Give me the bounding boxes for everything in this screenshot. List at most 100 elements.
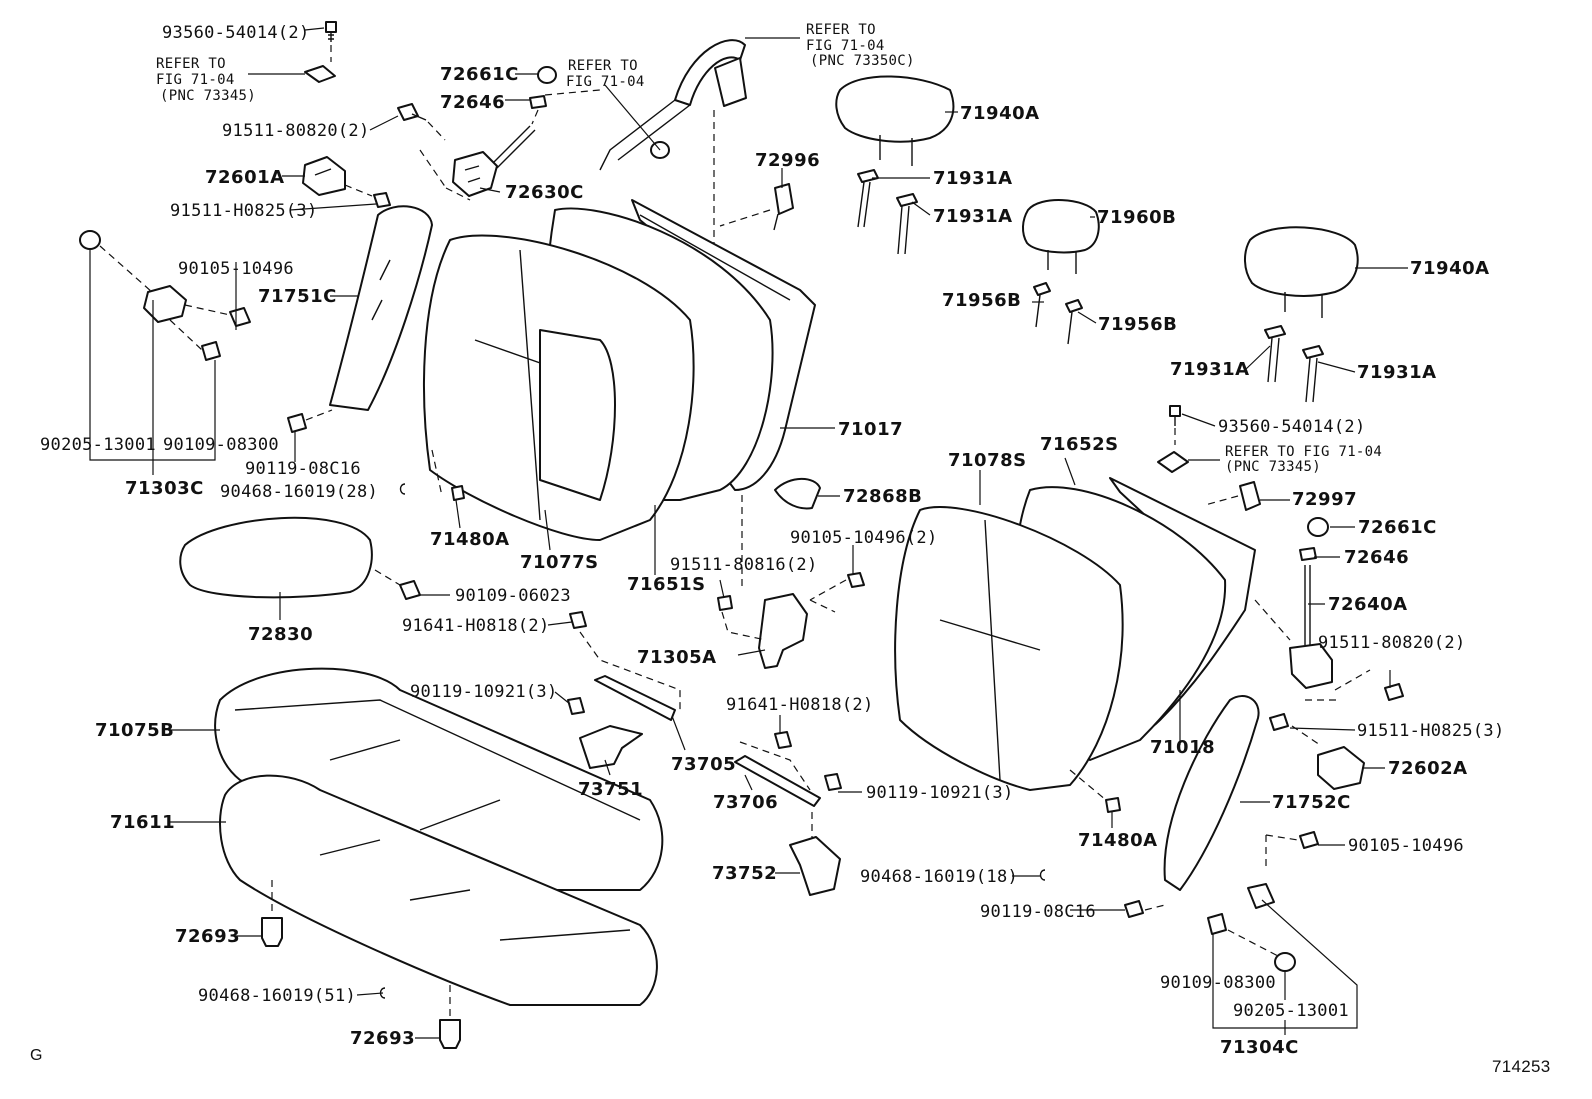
hog-ring-90468-28 [399, 483, 406, 495]
bolt-90109-08300-right [1207, 913, 1227, 935]
label-71752c: 71752C [1272, 792, 1351, 813]
label-71075b: 71075B [95, 720, 174, 741]
clip-73345-left [304, 65, 336, 83]
label-73752: 73752 [712, 863, 777, 884]
label-refer-right-1: REFER TO FIG 71-04 [1225, 444, 1382, 460]
label-refer-right-2: (PNC 73345) [1225, 459, 1321, 475]
label-refer-left-3: (PNC 73345) [160, 88, 256, 104]
hinge-71304c-bracket [1247, 883, 1275, 909]
seatback-cover-71078s [894, 506, 1124, 791]
screw-93560-right [1169, 405, 1181, 426]
cap-72661c-top [537, 66, 557, 84]
cover-72997 [1239, 481, 1261, 511]
label-72640a: 72640A [1328, 594, 1408, 615]
hinge-71303c [143, 285, 187, 323]
guide-71956b-2 [1065, 299, 1083, 345]
label-90119-08c16-left: 90119-08C16 [245, 459, 361, 479]
label-91641-h0818-mid: 91641-H0818(2) [726, 695, 874, 715]
label-refer-top-2: FIG 71-04 [806, 38, 885, 54]
label-71931a-3: 71931A [1170, 359, 1250, 380]
label-72868b: 72868B [843, 486, 922, 507]
label-90468-16019-51: 90468-16019(51) [198, 986, 356, 1006]
label-71651s: 71651S [627, 574, 706, 595]
label-71931a-2: 71931A [933, 206, 1013, 227]
label-91511-80820-right: 91511-80820(2) [1318, 633, 1466, 653]
bolt-90109-08300-left [201, 341, 221, 361]
label-71304c: 71304C [1220, 1037, 1299, 1058]
headrest-71940a-top [835, 75, 955, 166]
hook-72868b [774, 477, 821, 510]
bolt-91511-80816 [717, 595, 733, 611]
cover-72996 [773, 183, 794, 231]
nut-90205-13001-right [1274, 952, 1296, 972]
label-72646-right: 72646 [1344, 547, 1409, 568]
guide-71931a-2 [896, 193, 918, 255]
headrest-71940a-right [1244, 226, 1359, 318]
clip-73345-right [1157, 451, 1189, 473]
nut-90205-13001-left [79, 230, 101, 250]
label-72996: 72996 [755, 150, 820, 171]
bracket-73752 [789, 836, 841, 896]
figure-number: 714253 [1492, 1057, 1551, 1076]
label-73751: 73751 [578, 779, 643, 800]
label-71078s: 71078S [948, 450, 1027, 471]
bolt-90105-10496-right [1299, 831, 1319, 849]
label-refer-top-1: REFER TO [806, 22, 876, 38]
label-73705: 73705 [671, 754, 736, 775]
seatback-lock-72630c [452, 125, 536, 197]
label-91511-h0825-left: 91511-H0825(3) [170, 201, 318, 221]
bolt-90109-06023 [399, 580, 421, 600]
label-71480a-right: 71480A [1078, 830, 1158, 851]
bolt-91641-h0818-mid [774, 731, 792, 749]
label-93560-54014-right: 93560-54014(2) [1218, 417, 1366, 437]
seat-pad-71611 [219, 774, 658, 1006]
label-72830: 72830 [248, 624, 313, 645]
label-90205-13001-left: 90205-13001 [40, 435, 156, 455]
clip-72693-1 [261, 917, 283, 947]
label-71652s: 71652S [1040, 434, 1119, 455]
bolt-91511-80820-right [1384, 683, 1404, 701]
label-90205-13001-right: 90205-13001 [1233, 1001, 1349, 1021]
label-72602a: 72602A [1388, 758, 1468, 779]
cap-72661c-right [1307, 517, 1329, 537]
label-71960b: 71960B [1097, 207, 1176, 228]
label-90468-16019-28: 90468-16019(28) [220, 482, 378, 502]
label-90119-10921-left: 90119-10921(3) [410, 682, 558, 702]
bracket-72602a [1317, 746, 1365, 790]
label-90105-10496-2: 90105-10496(2) [790, 528, 938, 548]
label-71017: 71017 [838, 419, 903, 440]
hinge-bracket-71305a [758, 593, 808, 669]
bracket-73751 [579, 725, 643, 769]
label-71956b-1: 71956B [942, 290, 1021, 311]
label-91511-80820-left: 91511-80820(2) [222, 121, 370, 141]
headrest-71960b [1022, 199, 1100, 274]
label-91641-h0818-left: 91641-H0818(2) [402, 616, 550, 636]
leader-lines [89, 27, 1408, 1039]
label-71480a-left: 71480A [430, 529, 510, 550]
hog-ring-90468-18 [1039, 869, 1046, 881]
bolt-90105-10496-2 [847, 572, 865, 588]
bolt-90119-08c16-right [1124, 900, 1144, 918]
label-72997: 72997 [1292, 489, 1357, 510]
label-90119-08c16-right: 90119-08C16 [980, 902, 1096, 922]
bar-73705 [594, 675, 676, 721]
label-90109-08300-left: 90109-08300 [163, 435, 279, 455]
label-72693-1: 72693 [175, 926, 240, 947]
label-72630c: 72630C [505, 182, 584, 203]
label-refer-mid-1: REFER TO [568, 58, 638, 74]
bolt-91511-h0825-right [1269, 713, 1289, 731]
label-71940a-right: 71940A [1410, 258, 1490, 279]
label-71077s: 71077S [520, 552, 599, 573]
bolt-91511-80820-left [397, 103, 427, 121]
label-refer-mid-2: FIG 71-04 [566, 74, 645, 90]
side-trim-71751c [329, 205, 433, 411]
clip-71480a-left [451, 485, 465, 501]
label-71751c: 71751C [258, 286, 337, 307]
bolt-91511-h0825-left [373, 192, 391, 208]
label-72661c-top: 72661C [440, 64, 519, 85]
bolt-91641-h0818-left [569, 611, 587, 629]
label-90109-06023: 90109-06023 [455, 586, 571, 606]
label-71940a-top: 71940A [960, 103, 1040, 124]
guide-71931a-4 [1302, 345, 1324, 403]
